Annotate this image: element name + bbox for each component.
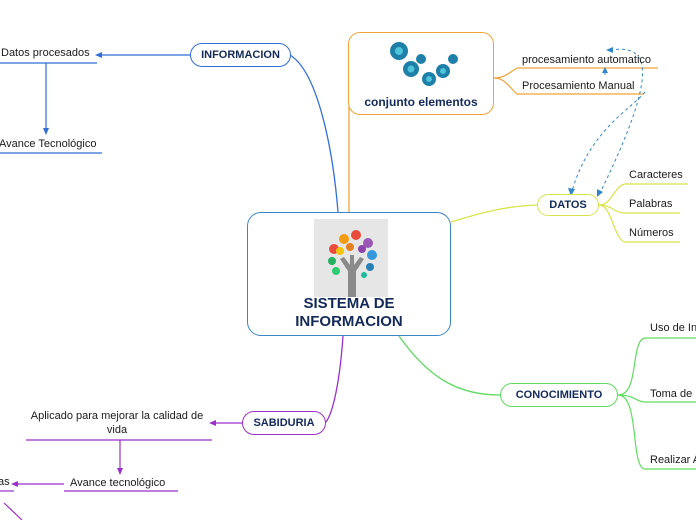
arrow-head	[117, 468, 123, 475]
arrow-head	[606, 47, 613, 53]
arrow-head	[95, 52, 102, 58]
arrow-head	[43, 128, 49, 135]
arrow-head	[597, 189, 603, 197]
central-node[interactable]: SISTEMA DE INFORMACION	[247, 212, 451, 336]
informacion-label: INFORMACION	[201, 49, 280, 61]
link-central-informacion	[289, 54, 339, 213]
conocimiento-label: CONOCIMIENTO	[515, 389, 603, 401]
sabiduria-node[interactable]: SABIDURIA	[242, 411, 326, 435]
datos-label: DATOS	[549, 199, 587, 211]
link-central-sabiduria	[324, 335, 344, 424]
link-central-conocimiento	[398, 335, 501, 396]
link-conjunto-children	[493, 67, 518, 95]
palabras-leaf[interactable]: Palabras	[629, 198, 673, 210]
tree-of-icons-image	[314, 219, 388, 297]
central-title: SISTEMA DE INFORMACION	[295, 295, 403, 330]
arrow-head	[209, 420, 216, 426]
link-as-next	[3, 502, 23, 520]
link-central-datos	[450, 204, 538, 223]
link-datos-children	[598, 183, 626, 243]
realizar-leaf[interactable]: Realizar A	[650, 454, 696, 466]
datos-procesados-leaf[interactable]: Datos procesados	[1, 47, 90, 59]
conjunto-label: conjunto elementos	[364, 95, 478, 109]
informacion-node[interactable]: INFORMACION	[190, 43, 291, 67]
procesamiento-automatico-leaf[interactable]: procesamiento automatico	[522, 54, 652, 66]
datos-node[interactable]: DATOS	[537, 194, 599, 216]
dashed-link-auto-datos	[599, 48, 643, 194]
conjunto-elementos-node[interactable]: conjunto elementos	[348, 32, 494, 115]
numeros-leaf[interactable]: Números	[629, 227, 674, 239]
dashed-link-manual-datos	[571, 91, 646, 192]
gears-icon	[390, 42, 458, 86]
sabiduria-label: SABIDURIA	[253, 417, 315, 429]
as-leaf[interactable]: as	[0, 476, 10, 488]
link-conocimiento-children	[617, 337, 646, 470]
arrow-head	[11, 481, 18, 487]
avance-tecnologico-leaf[interactable]: Avance Tecnológico	[0, 138, 97, 150]
arrow-head	[602, 67, 608, 73]
avance-tecnologico-sabiduria-leaf[interactable]: Avance tecnológico	[70, 477, 166, 489]
conocimiento-node[interactable]: CONOCIMIENTO	[500, 383, 618, 407]
procesamiento-manual-leaf[interactable]: Procesamiento Manual	[522, 80, 635, 92]
arrow-head	[568, 188, 575, 196]
toma-leaf[interactable]: Toma de	[650, 388, 693, 400]
caracteres-leaf[interactable]: Caracteres	[629, 169, 683, 181]
uso-leaf[interactable]: Uso de In	[650, 322, 696, 334]
aplicado-leaf[interactable]: Aplicado para mejorar la calidad de vida	[30, 410, 204, 436]
